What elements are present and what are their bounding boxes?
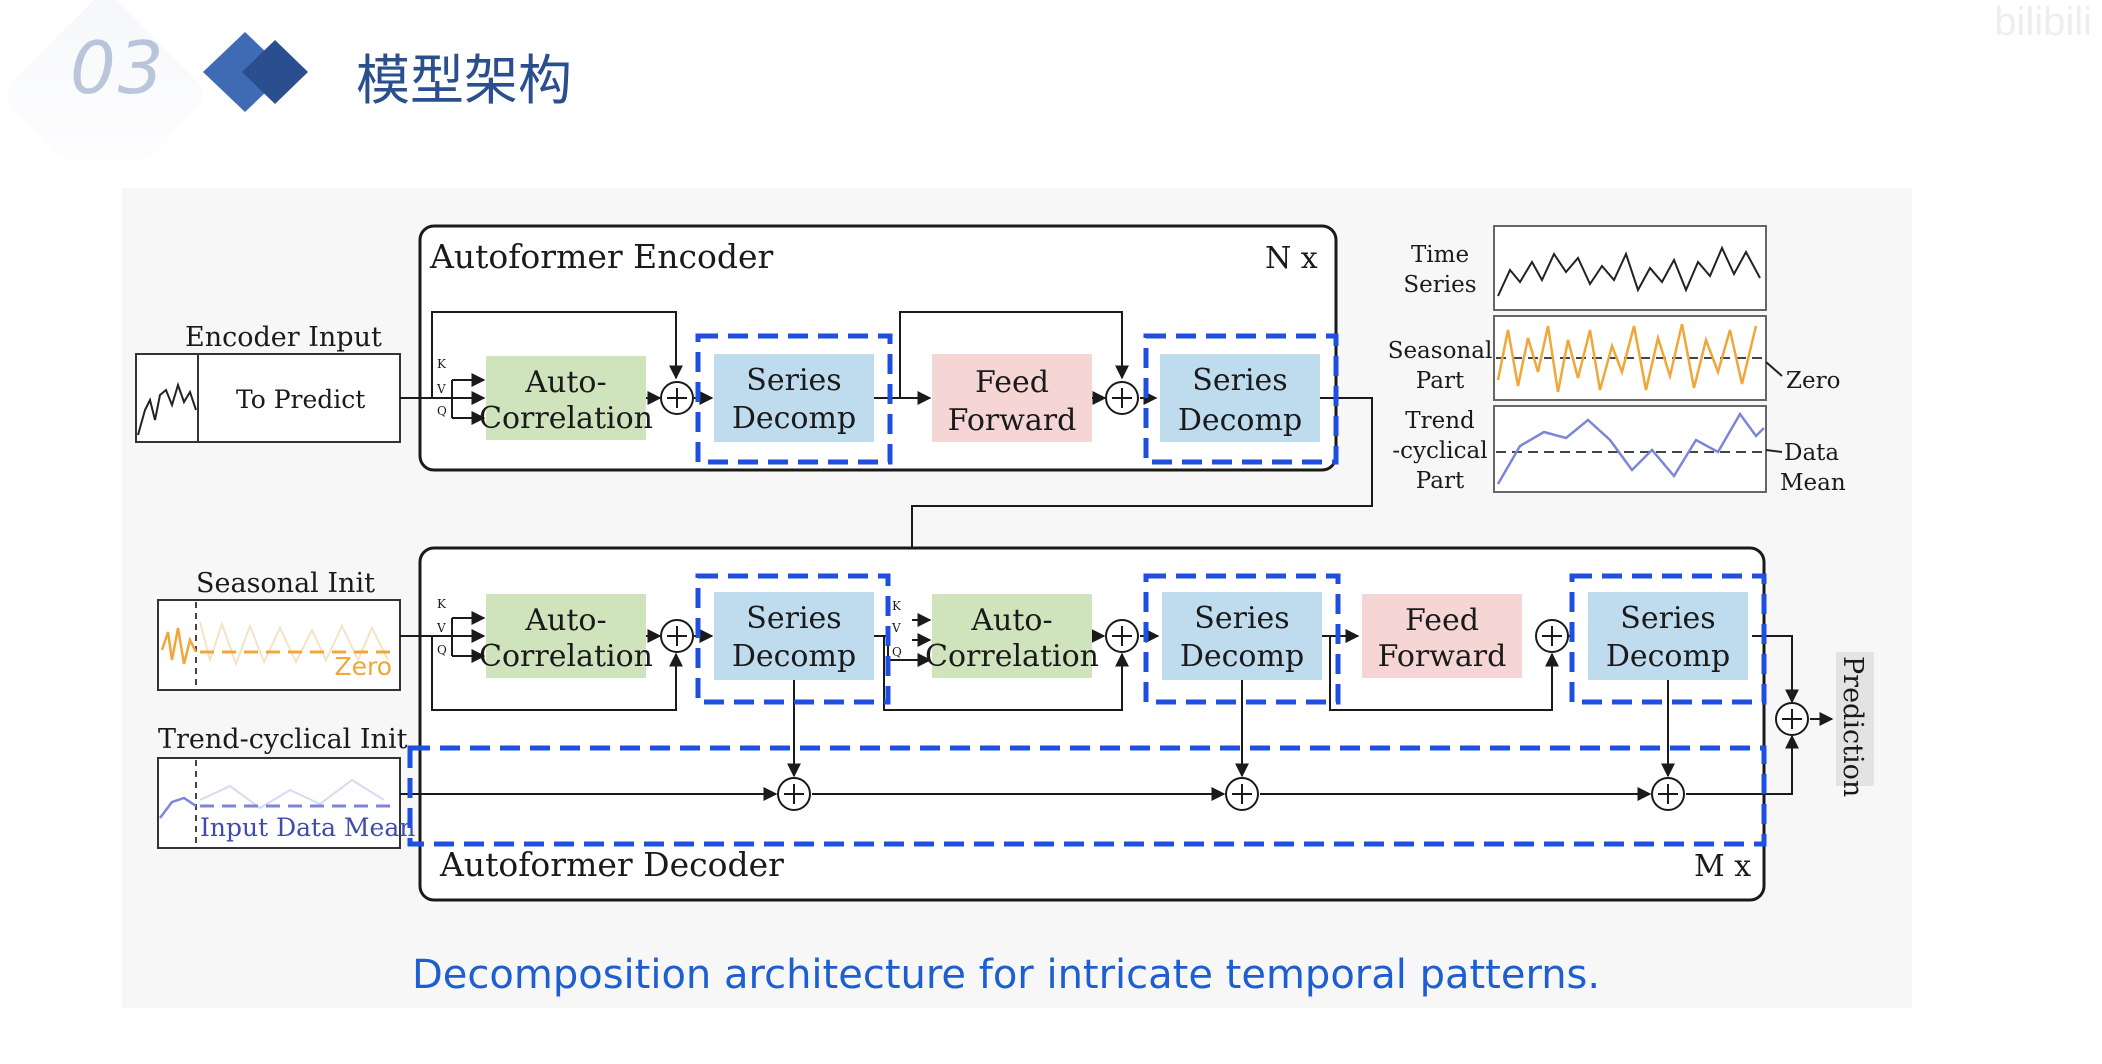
legend-trend-box bbox=[1493, 405, 1767, 493]
enc-decomp-2-frame bbox=[1143, 333, 1339, 465]
decoder-series-decomp-3 bbox=[1588, 592, 1748, 680]
svg-text:Forward: Forward bbox=[948, 403, 1077, 438]
svg-text:Part: Part bbox=[1416, 468, 1465, 494]
page-title: 模型架构 bbox=[356, 49, 572, 112]
prediction-label: Prediction bbox=[1837, 656, 1868, 797]
header-decoration-icon bbox=[7, 0, 308, 193]
enc-q-label: Q bbox=[437, 404, 447, 418]
encoder-autocorrelation-block bbox=[486, 356, 646, 440]
seasonal-init-box bbox=[157, 599, 401, 691]
prediction-box bbox=[1836, 652, 1874, 786]
decoder-autocorrelation-1 bbox=[486, 594, 646, 678]
dec2-v-label: V bbox=[891, 621, 901, 635]
dec2-k-label: K bbox=[892, 599, 902, 613]
svg-text:Seasonal: Seasonal bbox=[1388, 338, 1493, 364]
dec-k-label: K bbox=[437, 597, 447, 611]
svg-text:Decomp: Decomp bbox=[1180, 639, 1304, 674]
dec-q-label: Q bbox=[437, 643, 447, 657]
dec2-q-label: Q bbox=[892, 645, 902, 659]
svg-text:Series: Series bbox=[746, 363, 841, 398]
encoder-input-label: To Predict bbox=[236, 385, 365, 414]
svg-text:Auto-: Auto- bbox=[524, 603, 606, 638]
decoder-autocorrelation-2 bbox=[932, 594, 1092, 678]
encoder-feed-forward-block bbox=[932, 354, 1092, 442]
dec-decomp-3-frame bbox=[1569, 573, 1767, 705]
svg-text:Feed: Feed bbox=[1405, 603, 1479, 638]
svg-text:Feed: Feed bbox=[975, 365, 1049, 400]
svg-text:Series: Series bbox=[1620, 601, 1715, 636]
svg-text:Series: Series bbox=[1194, 601, 1289, 636]
trend-init-box bbox=[157, 757, 401, 849]
encoder-series-decomp-1 bbox=[714, 354, 874, 442]
svg-text:Decomp: Decomp bbox=[1178, 403, 1302, 438]
trend-path-frame bbox=[407, 745, 1767, 847]
svg-text:Forward: Forward bbox=[1378, 639, 1507, 674]
encoder-input-title: Encoder Input bbox=[185, 322, 382, 353]
svg-text:Correlation: Correlation bbox=[479, 401, 653, 436]
legend-zero-note: Zero bbox=[1786, 368, 1840, 394]
seasonal-init-title: Seasonal Init bbox=[196, 568, 375, 599]
svg-text:Part: Part bbox=[1416, 368, 1465, 394]
svg-text:Decomp: Decomp bbox=[732, 401, 856, 436]
watermark-logo: bilibili bbox=[1994, 0, 2092, 44]
trend-init-label: Input Data Mean bbox=[200, 813, 415, 842]
svg-text:Correlation: Correlation bbox=[479, 639, 653, 674]
svg-text:Decomp: Decomp bbox=[732, 639, 856, 674]
trend-init-title: Trend-cyclical Init bbox=[158, 724, 408, 755]
dec-decomp-1-frame bbox=[695, 573, 891, 705]
svg-text:Auto-: Auto- bbox=[524, 365, 606, 400]
svg-text:Correlation: Correlation bbox=[925, 639, 1099, 674]
encoder-title: Autoformer Encoder bbox=[429, 237, 774, 276]
svg-text:Auto-: Auto- bbox=[970, 603, 1052, 638]
encoder-series-decomp-2 bbox=[1160, 354, 1320, 442]
dec-decomp-2-frame bbox=[1143, 573, 1341, 705]
enc-k-label: K bbox=[437, 357, 447, 371]
legend-mean-note: Mean bbox=[1780, 470, 1846, 496]
decoder-series-decomp-1 bbox=[714, 592, 874, 680]
encoder-repeat: N x bbox=[1265, 241, 1318, 276]
svg-text:-cyclical: -cyclical bbox=[1392, 438, 1487, 464]
svg-text:Decomp: Decomp bbox=[1606, 639, 1730, 674]
decoder-feed-forward-block bbox=[1362, 594, 1522, 678]
svg-text:Trend: Trend bbox=[1405, 408, 1475, 434]
seasonal-init-label: Zero bbox=[334, 652, 392, 681]
encoder-frame bbox=[418, 224, 1338, 472]
dec-v-label: V bbox=[436, 621, 446, 635]
svg-text:Series: Series bbox=[1192, 363, 1287, 398]
enc-v-label: V bbox=[436, 382, 446, 396]
decoder-series-decomp-2 bbox=[1162, 592, 1322, 680]
enc-decomp-1-frame bbox=[695, 333, 893, 465]
svg-text:Time: Time bbox=[1411, 242, 1469, 268]
svg-text:Series: Series bbox=[1403, 272, 1476, 298]
decoder-repeat: M x bbox=[1694, 849, 1751, 884]
legend-data-note: Data bbox=[1784, 440, 1839, 466]
svg-text:Series: Series bbox=[746, 601, 841, 636]
decoder-title: Autoformer Decoder bbox=[439, 845, 784, 884]
figure-caption: Decomposition architecture for intricate… bbox=[412, 952, 1601, 998]
